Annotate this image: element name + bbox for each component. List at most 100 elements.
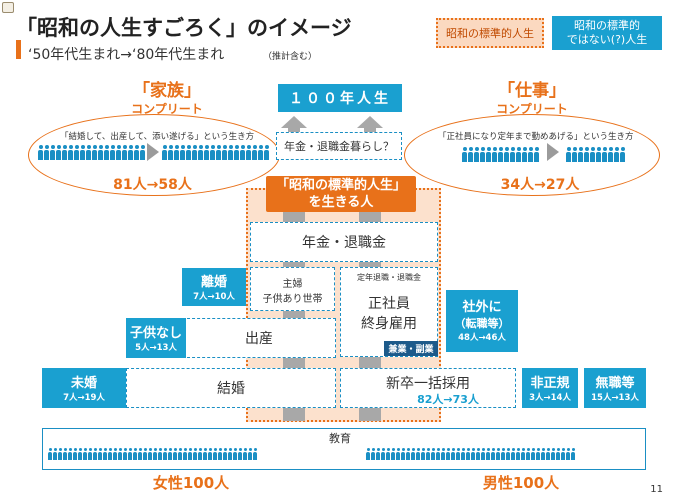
person-icon: [163, 448, 167, 460]
person-icon: [134, 145, 139, 160]
person-icon: [104, 145, 109, 160]
person-icon: [186, 145, 191, 160]
person-icon: [98, 145, 103, 160]
person-icon: [86, 145, 91, 160]
person-icon: [531, 448, 535, 460]
person-icon: [213, 448, 217, 460]
person-icon: [58, 448, 62, 460]
person-icon: [173, 448, 177, 460]
person-icon: [521, 448, 525, 460]
person-icon: [391, 448, 395, 460]
person-icon: [602, 147, 607, 162]
person-icon: [561, 448, 565, 460]
person-icon: [80, 145, 85, 160]
person-icon: [451, 448, 455, 460]
person-icon: [534, 147, 539, 162]
new-grad-label: 新卒一括採用: [386, 376, 470, 392]
person-icon: [551, 448, 555, 460]
goal-100-year-life: １００年人生: [278, 84, 402, 112]
person-icon: [48, 448, 52, 460]
nonregular-label: 非正規: [530, 376, 570, 391]
regular-line1: 正社員: [368, 296, 410, 312]
person-icon: [183, 448, 187, 460]
person-icon: [590, 147, 595, 162]
person-icon: [436, 448, 440, 460]
person-icon: [158, 448, 162, 460]
family-subheading: コンプリート: [131, 102, 203, 116]
person-icon: [466, 448, 470, 460]
person-icon: [526, 448, 530, 460]
person-icon: [480, 147, 485, 162]
up-arrow-right-icon: [357, 116, 383, 128]
job-change-label2: （転職等）: [454, 317, 510, 330]
work-people-after: [566, 147, 625, 162]
person-icon: [528, 147, 533, 162]
person-icon: [203, 448, 207, 460]
person-icon: [68, 145, 73, 160]
person-icon: [168, 448, 172, 460]
person-icon: [174, 145, 179, 160]
page-title: 「昭和の人生すごろく」のイメージ: [16, 16, 352, 40]
nonregular-count: 3人→14人: [529, 393, 571, 403]
person-icon: [546, 448, 550, 460]
family-caption: 「結婚して、出産して、添い遂げる」という生き方: [60, 132, 255, 142]
person-icon: [401, 448, 405, 460]
person-icon: [133, 448, 137, 460]
women-people: [48, 448, 257, 460]
person-icon: [162, 145, 167, 160]
education-label: 教育: [329, 432, 351, 445]
person-icon: [446, 448, 450, 460]
subtitle-note: （推計含む）: [263, 52, 318, 62]
title-accent-bar: [16, 40, 21, 59]
person-icon: [566, 147, 571, 162]
person-icon: [496, 448, 500, 460]
person-icon: [386, 448, 390, 460]
housewife-line2: 子供あり世帯: [262, 294, 323, 305]
person-icon: [98, 448, 102, 460]
job-change-count: 48人→46人: [458, 333, 506, 343]
person-icon: [416, 448, 420, 460]
person-icon: [376, 448, 380, 460]
person-icon: [143, 448, 147, 460]
jobless-badge: 無職等 15人→13人: [584, 368, 646, 408]
person-icon: [474, 147, 479, 162]
person-icon: [471, 448, 475, 460]
divorce-count: 7人→10人: [193, 292, 235, 302]
person-icon: [264, 145, 269, 160]
person-icon: [83, 448, 87, 460]
pension-life-box: 年金・退職金暮らし？: [276, 132, 402, 160]
side-job-tag: 兼業・副業: [384, 341, 438, 356]
retire-note: 定年退職・退職金: [357, 273, 421, 282]
pension-box: 年金・退職金: [250, 222, 438, 262]
work-subheading: コンプリート: [496, 102, 568, 116]
person-icon: [516, 448, 520, 460]
person-icon: [78, 448, 82, 460]
legend-non-standard-life: 昭和の標準的 ではない(?)人生: [552, 16, 662, 50]
person-icon: [468, 147, 473, 162]
jobless-count: 15人→13人: [591, 393, 639, 403]
marriage-box: 結婚: [126, 368, 336, 408]
person-icon: [168, 145, 173, 160]
person-icon: [140, 145, 145, 160]
person-icon: [486, 448, 490, 460]
person-icon: [204, 145, 209, 160]
person-icon: [411, 448, 415, 460]
person-icon: [426, 448, 430, 460]
new-grad-count: 82人→73人: [417, 393, 479, 406]
person-icon: [476, 448, 480, 460]
person-icon: [431, 448, 435, 460]
person-icon: [571, 448, 575, 460]
person-icon: [381, 448, 385, 460]
housewife-line1: 主婦: [282, 279, 303, 290]
person-icon: [62, 145, 67, 160]
person-icon: [198, 448, 202, 460]
person-icon: [614, 147, 619, 162]
person-icon: [572, 147, 577, 162]
work-arrow-icon: [547, 143, 559, 161]
person-icon: [461, 448, 465, 460]
person-icon: [620, 147, 625, 162]
person-icon: [248, 448, 252, 460]
work-heading: 「仕事」: [498, 81, 566, 101]
person-icon: [396, 448, 400, 460]
person-icon: [38, 145, 43, 160]
